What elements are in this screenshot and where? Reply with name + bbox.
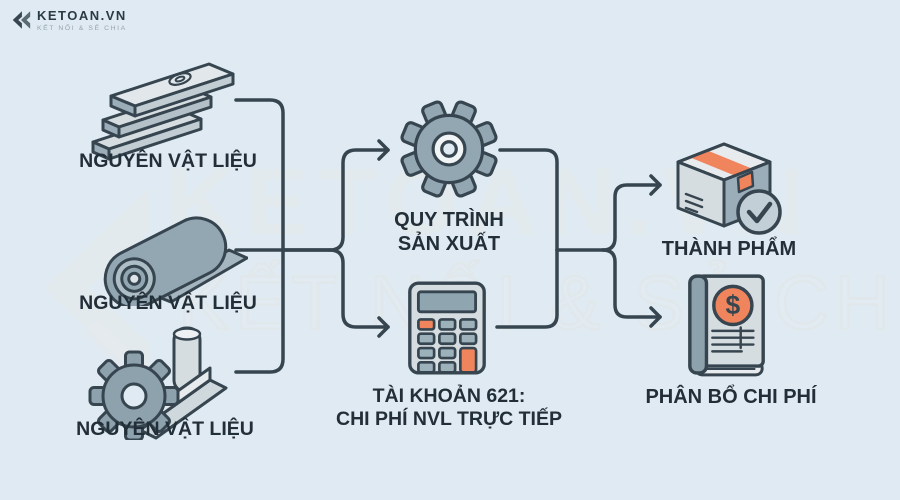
connector-to-goods bbox=[601, 183, 662, 252]
output1-label: THÀNH PHẨM bbox=[661, 238, 797, 260]
logo: KETOAN.VN KẾT NỐI & SẺ CHIA bbox=[10, 9, 127, 32]
package-check-icon bbox=[676, 142, 782, 235]
connector-from-account bbox=[495, 248, 559, 329]
logo-title: KETOAN.VN bbox=[37, 8, 127, 23]
dollar-sign: $ bbox=[726, 290, 741, 320]
account-label-line2: CHI PHÍ NVL TRỰC TIẾP bbox=[335, 408, 562, 430]
account-label: TÀI KHOẢN 621: CHI PHÍ NVL TRỰC TIẾP bbox=[319, 385, 579, 431]
process-label-line2: SẢN XUẤT bbox=[397, 232, 501, 255]
arrowhead-process bbox=[377, 139, 390, 161]
material-roll-icon bbox=[103, 216, 248, 306]
connector-to-account bbox=[328, 248, 390, 329]
gear-and-metal-parts-icon bbox=[88, 326, 228, 440]
ledger-dollar-icon: $ bbox=[688, 274, 765, 377]
input3-label: NGUYÊN VẬT LIỆU bbox=[76, 418, 254, 440]
arrowhead-allocation bbox=[649, 306, 662, 328]
arrowhead-account bbox=[377, 316, 390, 338]
input1-label: NGUYÊN VẬT LIỆU bbox=[79, 150, 257, 172]
process-label: QUY TRÌNH SẢN XUẤT bbox=[349, 209, 549, 256]
calculator-icon bbox=[408, 281, 486, 375]
logo-chevron-icon bbox=[12, 11, 31, 29]
input2-label: NGUYÊN VẬT LIỆU bbox=[79, 292, 257, 314]
connector-input3 bbox=[234, 248, 285, 374]
connector-to-allocation bbox=[601, 248, 662, 319]
connector-from-process bbox=[498, 148, 559, 252]
lumber-planks-icon bbox=[91, 62, 235, 161]
account-label-line1: TÀI KHOẢN 621: bbox=[372, 385, 526, 407]
gear-icon bbox=[400, 100, 498, 198]
arrowhead-goods bbox=[649, 174, 662, 196]
logo-subtitle: KẾT NỐI & SẺ CHIA bbox=[37, 24, 127, 32]
process-label-line1: QUY TRÌNH bbox=[394, 209, 504, 231]
connector-input1 bbox=[234, 98, 285, 252]
output2-label: PHÂN BỔ CHI PHÍ bbox=[645, 386, 817, 408]
watermark-subtitle: KẾT NỐI & SẺ CHIA bbox=[177, 260, 900, 348]
